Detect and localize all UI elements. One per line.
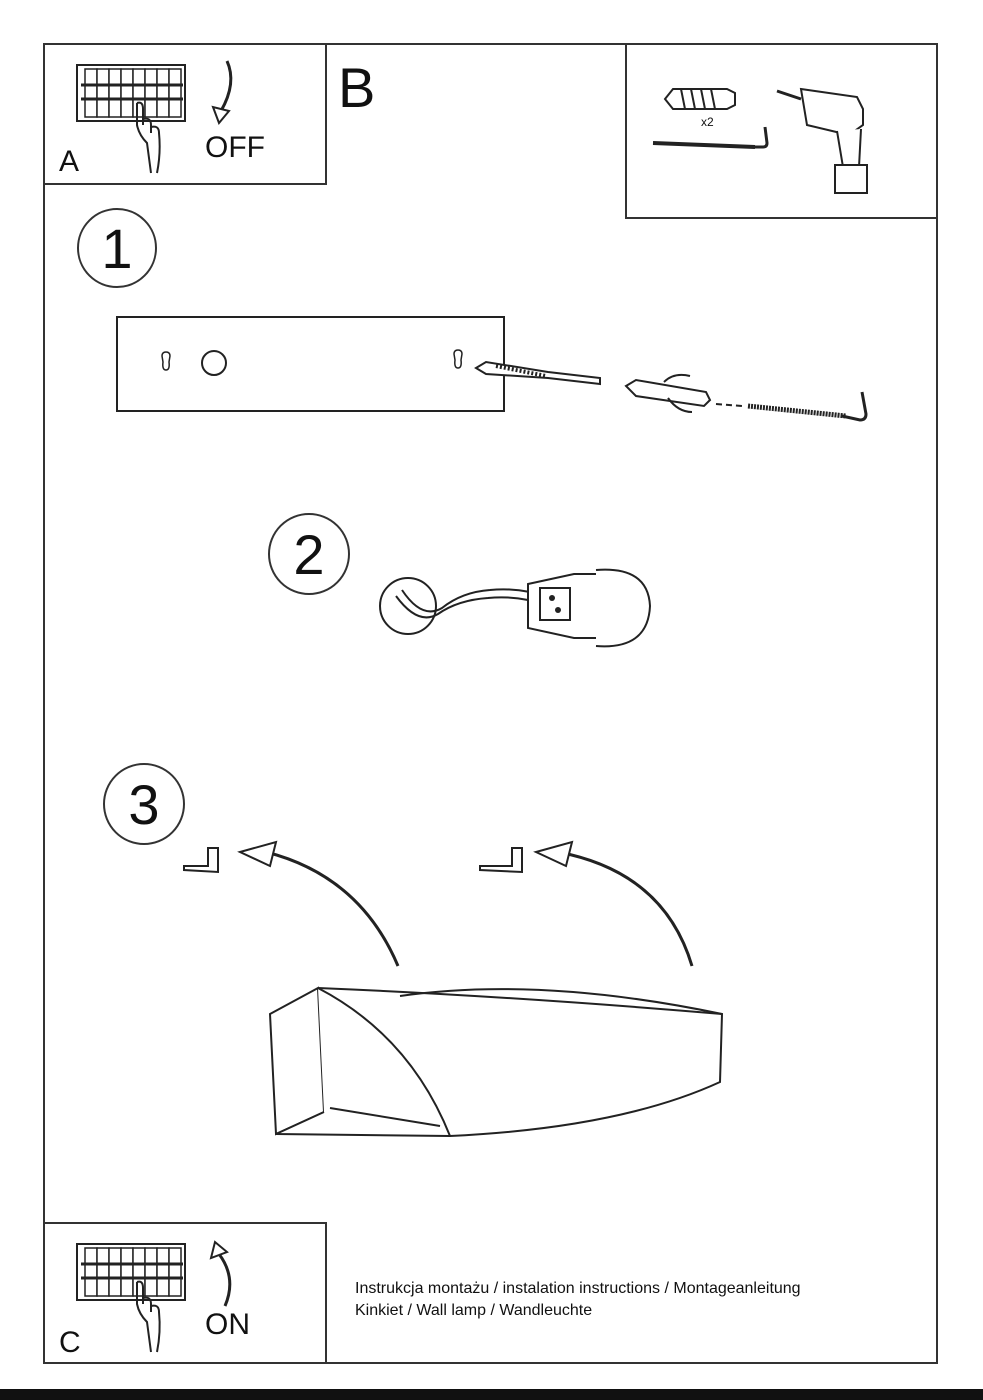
tools-panel: x2 bbox=[625, 43, 938, 219]
panel-b-letter: B bbox=[338, 56, 376, 119]
panel-c: C ON bbox=[43, 1222, 327, 1364]
breaker-panel-icon bbox=[76, 1243, 186, 1353]
lamp-hanging-drawing bbox=[183, 840, 724, 1138]
instruction-sheet-frame bbox=[43, 43, 938, 1364]
down-arrow-icon bbox=[211, 60, 233, 125]
panel-c-letter: C bbox=[59, 1326, 81, 1359]
caption-line-2: Kinkiet / Wall lamp / Wandleuchte bbox=[355, 1302, 593, 1319]
up-arrow-icon bbox=[209, 1240, 232, 1307]
panel-a-letter: A bbox=[59, 145, 80, 178]
caption-line-1: Instrukcja montażu / instalation instruc… bbox=[355, 1280, 801, 1297]
panel-a-action: OFF bbox=[205, 131, 265, 164]
panel-a: A OFF bbox=[43, 43, 327, 185]
step-1-number: 1 bbox=[77, 208, 157, 288]
lampholder-wiring-drawing bbox=[379, 568, 652, 648]
drill-icon bbox=[776, 87, 868, 194]
bottom-border-bar bbox=[0, 1389, 983, 1400]
panel-c-action: ON bbox=[205, 1308, 250, 1341]
step-3-number: 3 bbox=[103, 763, 185, 845]
wall-plug-icon bbox=[663, 88, 736, 110]
breaker-panel-icon bbox=[76, 64, 186, 174]
mounting-plate-drawing bbox=[116, 316, 868, 422]
quantity-label: x2 bbox=[701, 115, 714, 129]
step-2-number: 2 bbox=[268, 513, 350, 595]
hook-screw-icon bbox=[652, 126, 769, 149]
